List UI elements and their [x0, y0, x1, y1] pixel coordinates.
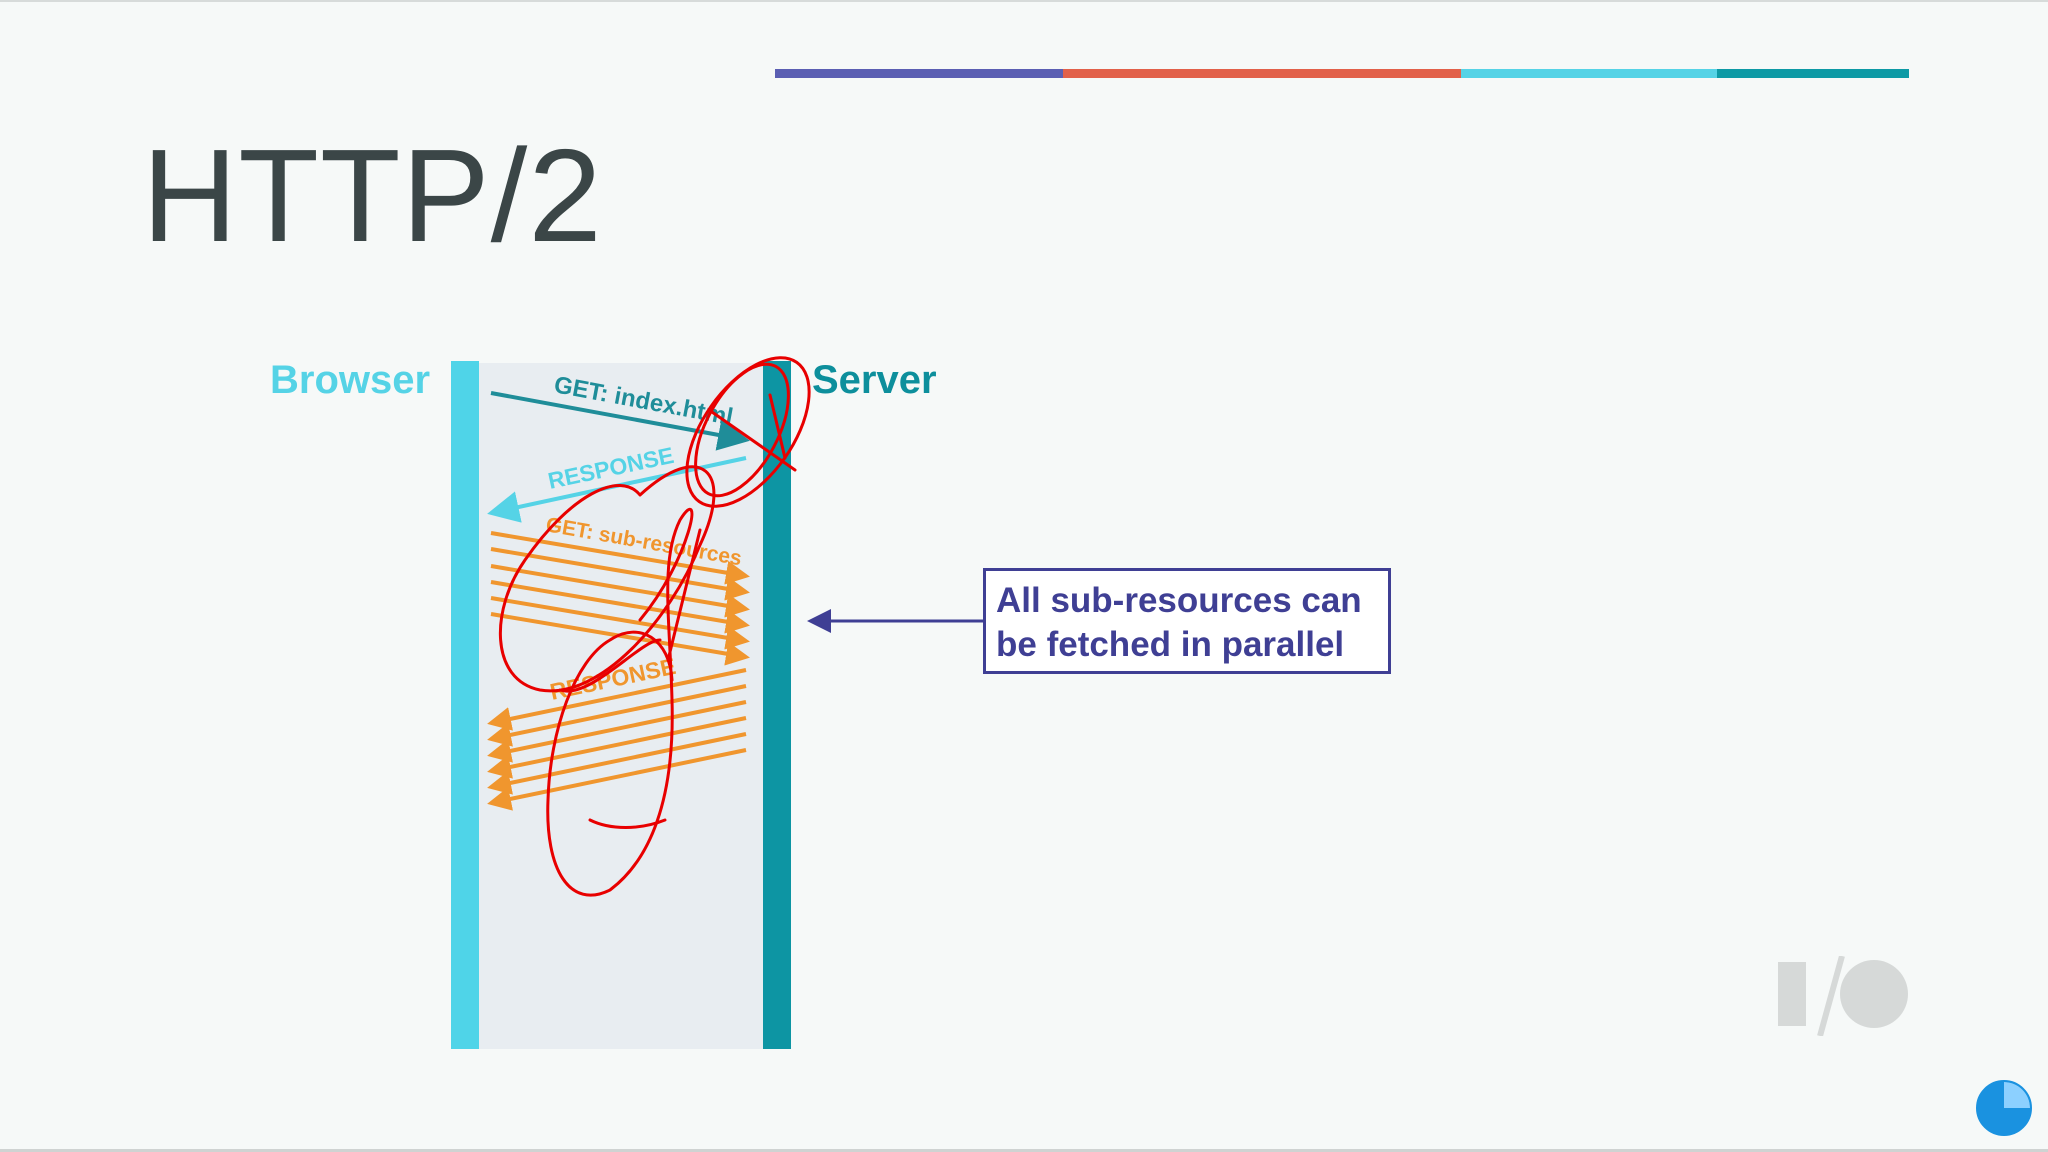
subresource-request-arrow	[490, 580, 750, 634]
slide-title: HTTP/2	[142, 122, 603, 269]
subresource-response-arrow	[487, 684, 747, 747]
server-lifeline	[763, 361, 791, 1049]
subresource-request-arrow	[490, 596, 750, 650]
callout-box: All sub-resources can be fetched in para…	[983, 568, 1391, 674]
subresource-response-arrow	[487, 668, 747, 731]
callout-line-2: be fetched in parallel	[996, 625, 1345, 664]
server-label: Server	[812, 358, 937, 402]
subresource-request-arrow	[490, 564, 750, 618]
callout-line-1: All sub-resources can	[996, 581, 1362, 620]
subresource-response-arrow	[487, 748, 747, 811]
subresource-response-arrow	[487, 716, 747, 779]
progress-pie-icon[interactable]	[1976, 1080, 2032, 1136]
lane-background	[478, 363, 764, 1049]
subresource-response-arrows	[487, 668, 747, 811]
subresource-request-arrow	[490, 547, 750, 601]
accent-stripe-indigo	[775, 69, 1063, 78]
red-annotation-scribbles	[498, 356, 811, 897]
accent-stripe-red	[1063, 69, 1461, 78]
accent-stripe-teal	[1717, 69, 1909, 78]
accent-stripe-cyan	[1461, 69, 1717, 78]
subresource-request-arrows	[490, 531, 750, 666]
browser-lifeline	[451, 361, 479, 1049]
subresource-response-arrow	[487, 732, 747, 795]
subresource-request-arrow	[490, 531, 750, 585]
browser-label: Browser	[270, 358, 431, 402]
google-io-logo	[1778, 956, 1908, 1036]
request-arrow-index	[490, 391, 750, 451]
subresource-response-arrow	[487, 700, 747, 763]
